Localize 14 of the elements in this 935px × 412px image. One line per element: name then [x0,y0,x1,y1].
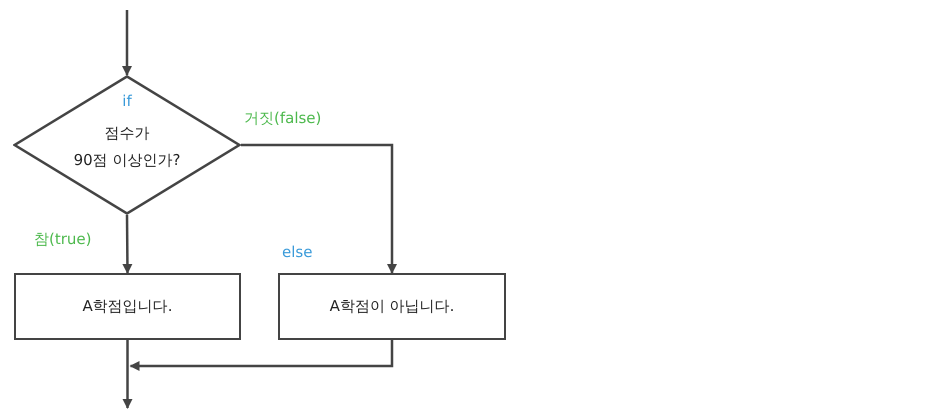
arrow [122,10,132,76]
process-box [278,273,506,340]
condition-text: 점수가 90점 이상인가? [74,123,180,171]
keyword-label: if [122,92,132,110]
arrow [122,340,132,409]
arrow [241,144,397,274]
statement-text: A학점입니다. [82,297,173,316]
statement-text: A학점이 아닙니다. [330,297,454,316]
process-box [14,273,241,340]
edge-label: 거짓(false) [242,109,324,128]
edge-label: 참(true) [32,230,94,249]
arrow [122,214,132,274]
decision-diamond [13,75,241,215]
arrow [130,340,394,371]
